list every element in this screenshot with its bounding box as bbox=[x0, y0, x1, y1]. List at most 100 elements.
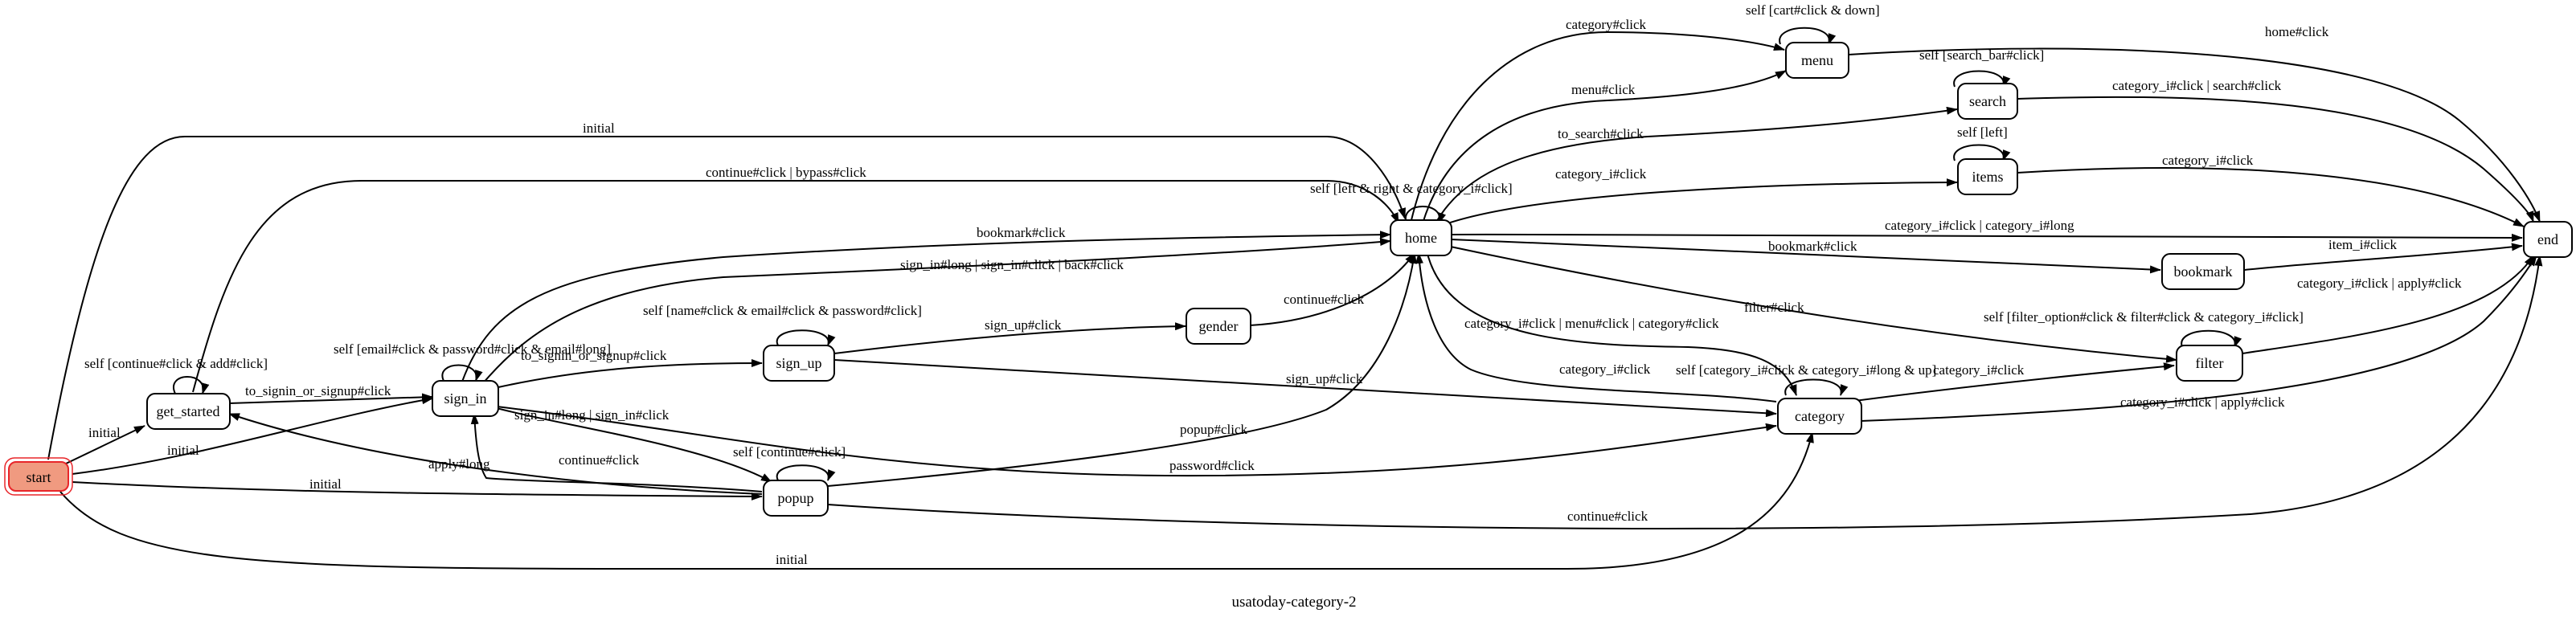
node-label-filter: filter bbox=[2196, 355, 2224, 371]
edges: initial initial initial initial initial … bbox=[47, 2, 2543, 570]
edge-get_started-home bbox=[192, 180, 1399, 393]
edge-label-home-items: category_i#click bbox=[1555, 166, 1647, 182]
node-sign_up-box bbox=[763, 345, 835, 382]
edge-label-start-category: initial bbox=[776, 552, 808, 567]
node-label-sign_up: sign_up bbox=[776, 355, 821, 371]
edge-label-sign_in-category: password#click bbox=[1169, 458, 1255, 473]
edge-gender-home bbox=[1249, 252, 1415, 326]
edge-label-popup-self: self [continue#click] bbox=[733, 444, 846, 460]
node-search-box bbox=[1957, 83, 2018, 120]
edge-popup-home bbox=[827, 252, 1417, 487]
edge-label-sign_in-self: self [email#click & password#click & ema… bbox=[334, 341, 611, 357]
node-label-get_started: get_started bbox=[157, 403, 220, 419]
node-home[interactable]: home bbox=[1390, 219, 1452, 256]
edge-sign_in-category bbox=[496, 406, 1777, 477]
node-filter[interactable]: filter bbox=[2176, 345, 2243, 382]
edge-sign_in-sign_up bbox=[498, 359, 763, 388]
node-sign_up[interactable]: sign_up bbox=[763, 345, 835, 382]
edge-label-start-popup: initial bbox=[309, 476, 342, 492]
node-start[interactable]: start bbox=[4, 457, 73, 496]
node-label-items: items bbox=[1972, 169, 2004, 185]
node-label-sign_in: sign_in bbox=[444, 390, 486, 407]
edge-popup-sign_in bbox=[470, 413, 763, 492]
edge-start-get_started bbox=[63, 425, 145, 465]
edge-label-popup-get_started: apply#long bbox=[428, 456, 490, 472]
edge-sign_up-gender bbox=[833, 322, 1186, 354]
node-bookmark[interactable]: bookmark bbox=[2161, 253, 2245, 290]
edge-get_started-sign_in bbox=[228, 393, 433, 404]
diagram-caption: usatoday-category-2 bbox=[1231, 594, 1356, 611]
edge-label-home-end: category_i#click | category_i#long bbox=[1885, 218, 2074, 233]
edge-start-category bbox=[59, 431, 1814, 570]
edge-menu-self bbox=[1779, 27, 1837, 45]
edge-get_started-self bbox=[173, 376, 210, 394]
node-gender-box bbox=[1186, 308, 1251, 345]
node-gender[interactable]: gender bbox=[1186, 308, 1251, 345]
edge-menu-end bbox=[1848, 47, 2541, 223]
edge-label-category-end: category_i#click | apply#click bbox=[2120, 394, 2285, 410]
edge-label-sign_up-gender: sign_up#click bbox=[985, 317, 1062, 333]
node-items[interactable]: items bbox=[1957, 158, 2018, 195]
edge-start-popup bbox=[72, 481, 763, 501]
node-filter-box bbox=[2176, 345, 2243, 382]
edge-category-home bbox=[1415, 252, 1777, 402]
edge-label-category-filter: category_i#click bbox=[1933, 362, 2025, 378]
edge-label-menu-end: home#click bbox=[2265, 24, 2329, 39]
edge-label-filter-self: self [filter_option#click & filter#click… bbox=[1984, 309, 2304, 325]
edge-label-popup-sign_in: continue#click bbox=[559, 452, 640, 468]
edge-label-sign_in-home-multi: sign_in#long | sign_in#click | back#clic… bbox=[900, 257, 1124, 272]
node-category-box bbox=[1777, 398, 1862, 435]
node-popup-box bbox=[763, 480, 829, 517]
node-label-menu: menu bbox=[1801, 52, 1833, 68]
node-label-gender: gender bbox=[1199, 318, 1239, 334]
edge-label-home-bookmark: bookmark#click bbox=[1768, 239, 1857, 254]
edge-label-sign_up-self: self [name#click & email#click & passwor… bbox=[643, 303, 922, 318]
edge-search-end bbox=[2017, 96, 2534, 223]
edge-start-sign_in bbox=[72, 396, 433, 475]
edge-label-sign_in-sign_up: to_signin_or_signup#click bbox=[521, 348, 667, 363]
edge-home-bookmark bbox=[1450, 239, 2161, 274]
node-menu[interactable]: menu bbox=[1785, 42, 1849, 79]
edge-label-bookmark-end: item_i#click bbox=[2328, 237, 2397, 252]
node-category[interactable]: category bbox=[1777, 398, 1862, 435]
edge-sign_in-popup bbox=[496, 407, 772, 483]
edge-label-category-self: self [category_i#click & category_i#long… bbox=[1676, 362, 1936, 378]
node-end[interactable]: end bbox=[2523, 221, 2573, 258]
node-label-start: start bbox=[27, 469, 51, 485]
edge-home-items bbox=[1438, 178, 1958, 227]
edge-label-sign_up-category: sign_up#click bbox=[1286, 371, 1363, 386]
edge-label-get_started-sign_in: to_signin_or_signup#click bbox=[245, 383, 391, 398]
edge-label-category-home: category_i#click bbox=[1559, 362, 1651, 377]
node-get_started[interactable]: get_started bbox=[146, 393, 231, 430]
node-popup[interactable]: popup bbox=[763, 480, 829, 517]
node-label-end: end bbox=[2537, 231, 2558, 247]
edge-label-start-get_started: initial bbox=[88, 425, 121, 440]
edge-label-home-filter: filter#click bbox=[1744, 300, 1804, 315]
node-home-box bbox=[1390, 219, 1452, 256]
node-search[interactable]: search bbox=[1957, 83, 2018, 120]
edge-home-search bbox=[1434, 106, 1958, 226]
edge-popup-get_started bbox=[228, 413, 763, 495]
edge-label-popup-home: popup#click bbox=[1180, 422, 1248, 437]
edge-category-self bbox=[1784, 378, 1849, 396]
edge-popup-self bbox=[776, 464, 836, 481]
node-sign_in[interactable]: sign_in bbox=[432, 380, 499, 417]
edge-label-home-self: self [left & right & category_i#click] bbox=[1310, 181, 1513, 196]
edge-label-sign_in-popup: sign_in#long | sign_in#click bbox=[514, 407, 670, 423]
edge-home-menu-category bbox=[1410, 31, 1785, 224]
edge-label-home-search: to_search#click bbox=[1558, 126, 1644, 141]
edge-label-items-end: category_i#click bbox=[2162, 153, 2254, 168]
edge-label-home-menu-category: category#click bbox=[1566, 17, 1647, 32]
edge-search-self bbox=[1953, 70, 2011, 88]
nodes: start get_started sign_in sign_up popup … bbox=[4, 42, 2573, 517]
edge-start-home bbox=[47, 136, 1406, 460]
edge-label-get_started-self: self [continue#click & add#click] bbox=[84, 356, 268, 371]
edge-label-start-home: initial bbox=[583, 121, 615, 136]
edge-label-menu-self: self [cart#click & down] bbox=[1746, 2, 1880, 18]
edge-bookmark-end bbox=[2243, 243, 2523, 271]
edge-sign_in-self bbox=[441, 364, 483, 382]
edge-sign_in-home-bookmark bbox=[461, 231, 1391, 382]
edge-filter-end bbox=[2242, 255, 2534, 354]
edge-home-menu bbox=[1422, 70, 1787, 224]
node-bookmark-box bbox=[2161, 253, 2245, 290]
